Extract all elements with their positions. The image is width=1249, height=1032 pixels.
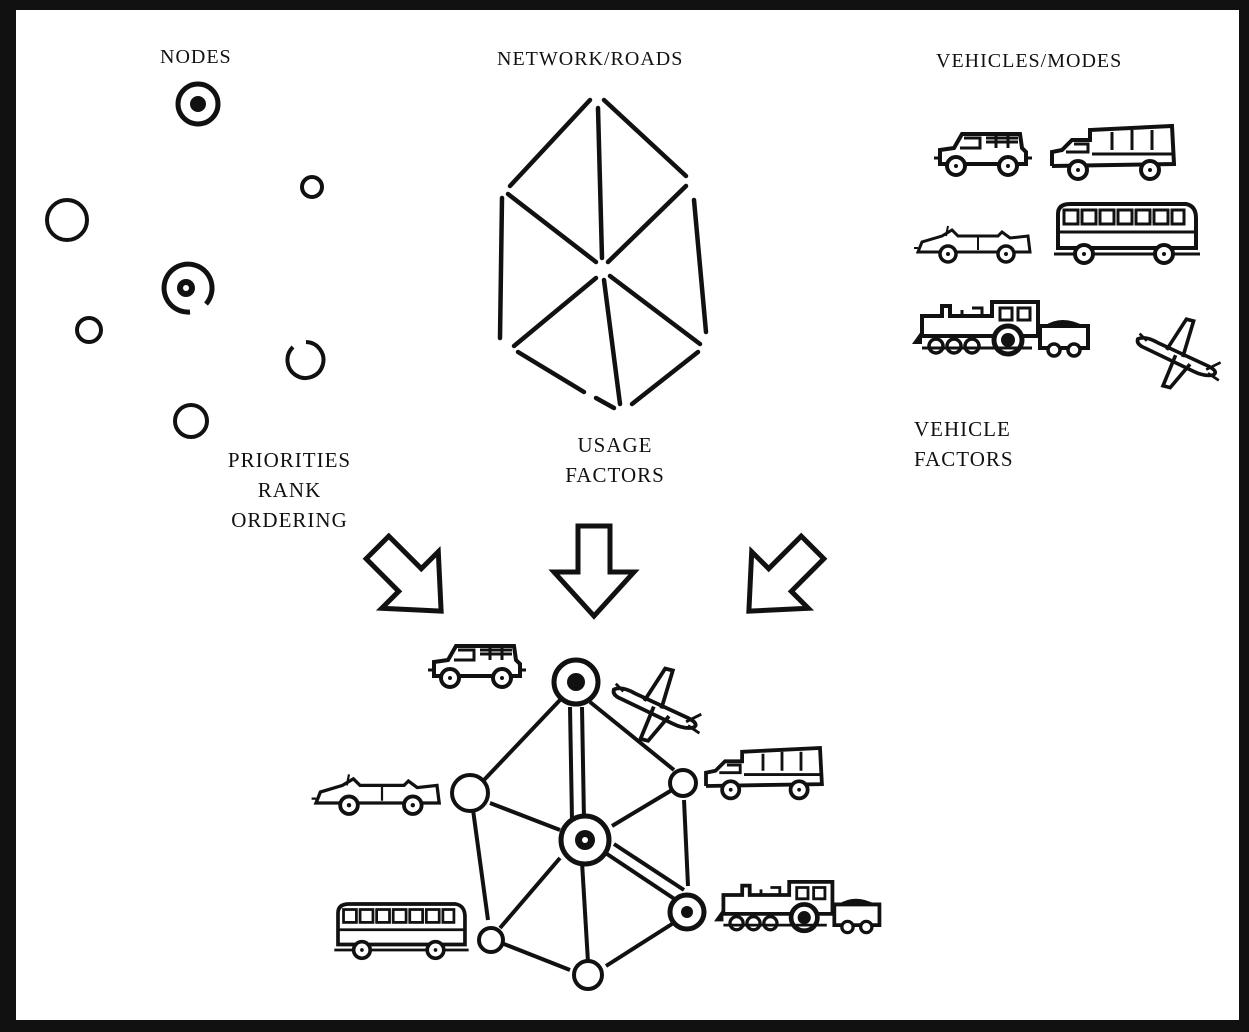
node-open: [285, 340, 326, 380]
convertible-car-icon: [912, 224, 1032, 264]
node-medium: [173, 403, 209, 439]
priorities-label: PRIORITIES RANK ORDERING: [217, 445, 362, 535]
convertible-car-icon: [309, 772, 442, 816]
node-medium: [45, 198, 89, 242]
arrow-down-icon: [349, 519, 469, 639]
node-small: [300, 175, 324, 199]
network-node-bottom: [572, 959, 604, 991]
vehicle-line-1: VEHICLE: [914, 417, 1011, 441]
nodes-group: [45, 81, 326, 439]
priorities-line-2: RANK: [257, 478, 322, 502]
node-small: [75, 316, 103, 344]
vehicles-group: [912, 124, 1223, 390]
usage-factors-label: USAGE FACTORS: [555, 430, 675, 490]
usage-line-1: USAGE: [577, 433, 653, 457]
truck-icon: [1050, 124, 1176, 181]
jeep-icon: [932, 132, 1034, 177]
arrow-down-icon: [554, 526, 634, 616]
node-hub: [161, 261, 215, 315]
network-node-left: [450, 773, 490, 813]
usage-line-2: FACTORS: [565, 463, 665, 487]
nodes-title: NODES: [160, 46, 232, 68]
network-title: NETWORK/ROADS: [497, 48, 684, 70]
priorities-line-3: ORDERING: [231, 508, 348, 532]
priorities-line-1: PRIORITIES: [227, 448, 352, 472]
network-node-top: [551, 657, 601, 707]
airplane-icon: [1135, 317, 1223, 390]
bus-icon: [1052, 202, 1202, 265]
jeep-icon: [426, 644, 528, 689]
vehicle-line-2: FACTORS: [914, 447, 1014, 471]
locomotive-icon: [912, 302, 1088, 356]
network-node-right: [668, 768, 698, 798]
vehicles-title: VEHICLES/MODES: [936, 50, 1123, 72]
network-roads-group: [497, 97, 709, 411]
node-primary: [175, 81, 221, 127]
bus-icon: [332, 902, 471, 961]
locomotive-icon: [714, 882, 879, 933]
network-node-hub: [558, 813, 612, 867]
vehicle-factors-label: VEHICLE FACTORS: [914, 414, 1014, 474]
combined-network: [309, 644, 880, 991]
arrow-down-icon: [721, 519, 841, 639]
network-edges: [469, 698, 690, 972]
arrows-group: [349, 519, 841, 639]
network-node-lower-right: [667, 892, 707, 932]
network-node-lower-left: [477, 926, 505, 954]
truck-icon: [704, 746, 824, 801]
